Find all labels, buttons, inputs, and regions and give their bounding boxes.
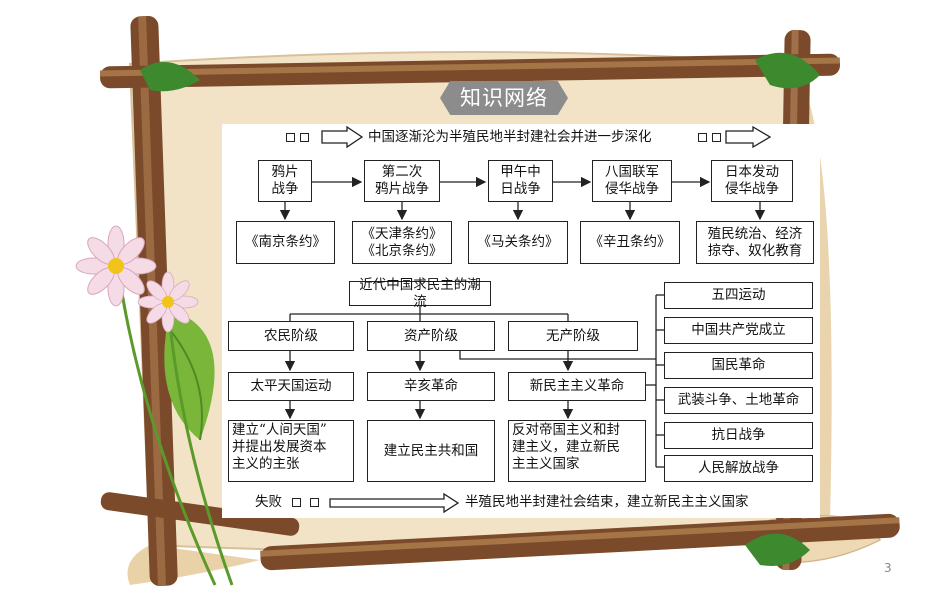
blank-square (292, 498, 301, 507)
war-line2: 鸦片战争 (375, 181, 429, 197)
bottom-banner-left: 失败 (255, 494, 282, 510)
stage-box: 武装斗争、土地革命 (664, 387, 813, 414)
treaty-line2: 《北京条约》 (361, 242, 443, 259)
result-line3: 主义的主张 (232, 456, 300, 472)
blank-square (286, 133, 295, 142)
movement-box: 新民主主义革命 (508, 372, 646, 401)
stage-box: 中国共产党成立 (664, 317, 813, 344)
treaty-line1: 殖民统治、经济 (707, 225, 803, 242)
war-line2: 侵华战争 (605, 181, 659, 197)
treaty-box: 《辛丑条约》 (580, 221, 680, 264)
war-line1: 甲午中 (500, 164, 541, 180)
war-line1: 八国联军 (605, 164, 659, 180)
war-box: 甲午中 日战争 (488, 160, 553, 202)
result-line1: 建立“人间天国” (232, 422, 327, 438)
result-box: 建立民主共和国 (367, 420, 495, 482)
treaty-box: 殖民统治、经济 掠夺、奴化教育 (696, 221, 814, 264)
stage-box: 人民解放战争 (664, 455, 813, 482)
war-line1: 日本发动 (725, 164, 779, 180)
treaty-box: 《南京条约》 (236, 221, 335, 264)
war-box: 日本发动 侵华战争 (711, 160, 793, 202)
war-line1: 鸦片 (271, 164, 299, 180)
war-line2: 侵华战争 (725, 181, 779, 197)
flower-icon (137, 271, 199, 333)
class-box-peasant: 农民阶级 (228, 321, 354, 351)
treaty-line1: 《天津条约》 (361, 225, 443, 242)
war-box: 八国联军 侵华战争 (592, 160, 672, 202)
treaty-box: 《马关条约》 (468, 221, 568, 264)
treaty-line1: 《马关条约》 (477, 234, 559, 250)
flower-icon (75, 225, 157, 307)
stage-box: 国民革命 (664, 352, 813, 379)
blank-square (310, 498, 319, 507)
war-line1: 第二次 (381, 164, 423, 180)
section-title: 知识网络 (440, 81, 568, 115)
class-box-proletariat: 无产阶级 (508, 321, 638, 351)
movement-box: 太平天国运动 (228, 372, 354, 401)
war-box: 第二次 鸦片战争 (364, 160, 440, 202)
result-line2: 建主义，建立新民 (512, 439, 620, 455)
treaty-line1: 《辛丑条约》 (589, 234, 671, 250)
page-number: 3 (884, 561, 892, 575)
result-box: 反对帝国主义和封 建主义，建立新民 主主义国家 (508, 420, 646, 482)
bottom-banner-right: 半殖民地半封建社会结束，建立新民主主义国家 (465, 494, 749, 510)
result-box: 建立“人间天国” 并提出发展资本 主义的主张 (228, 420, 354, 482)
top-banner-text: 中国逐渐沦为半殖民地半封建社会并进一步深化 (368, 129, 652, 145)
treaty-line1: 《南京条约》 (245, 234, 326, 250)
treaty-box: 《天津条约》 《北京条约》 (352, 221, 452, 264)
tide-box: 近代中国求民主的潮流 (349, 277, 491, 310)
result-line2: 并提出发展资本 (232, 439, 327, 455)
stage-box: 抗日战争 (664, 422, 813, 449)
blank-square (712, 133, 721, 142)
class-box-bourgeoisie: 资产阶级 (367, 321, 495, 351)
war-box: 鸦片 战争 (258, 160, 312, 202)
war-line2: 日战争 (500, 181, 541, 197)
result-line1: 反对帝国主义和封 (512, 422, 620, 438)
treaty-line2: 掠夺、奴化教育 (707, 242, 803, 259)
stage-box: 五四运动 (664, 282, 813, 309)
result-line3: 主主义国家 (512, 456, 580, 472)
war-line2: 战争 (271, 181, 299, 197)
blank-square (698, 133, 707, 142)
blank-square (300, 133, 309, 142)
movement-box: 辛亥革命 (367, 372, 495, 401)
result-line1: 建立民主共和国 (383, 442, 479, 459)
